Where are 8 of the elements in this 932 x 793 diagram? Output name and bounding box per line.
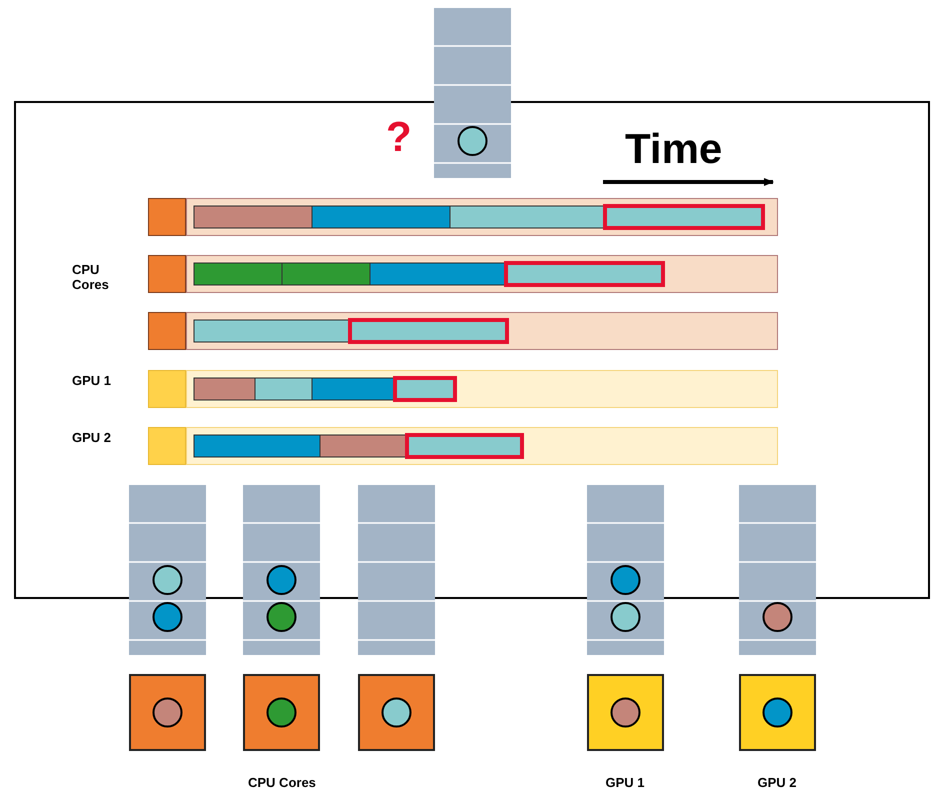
question-mark: ?	[386, 113, 412, 162]
processor-label: GPU 2	[758, 776, 797, 791]
row-label: GPU 1	[72, 374, 112, 389]
processor-label: GPU 1	[606, 776, 645, 791]
row-label: CPU Cores	[72, 263, 110, 293]
axis-label: Time	[625, 125, 722, 174]
row-label: GPU 2	[72, 431, 112, 446]
processor-label: CPU Cores	[248, 776, 316, 791]
